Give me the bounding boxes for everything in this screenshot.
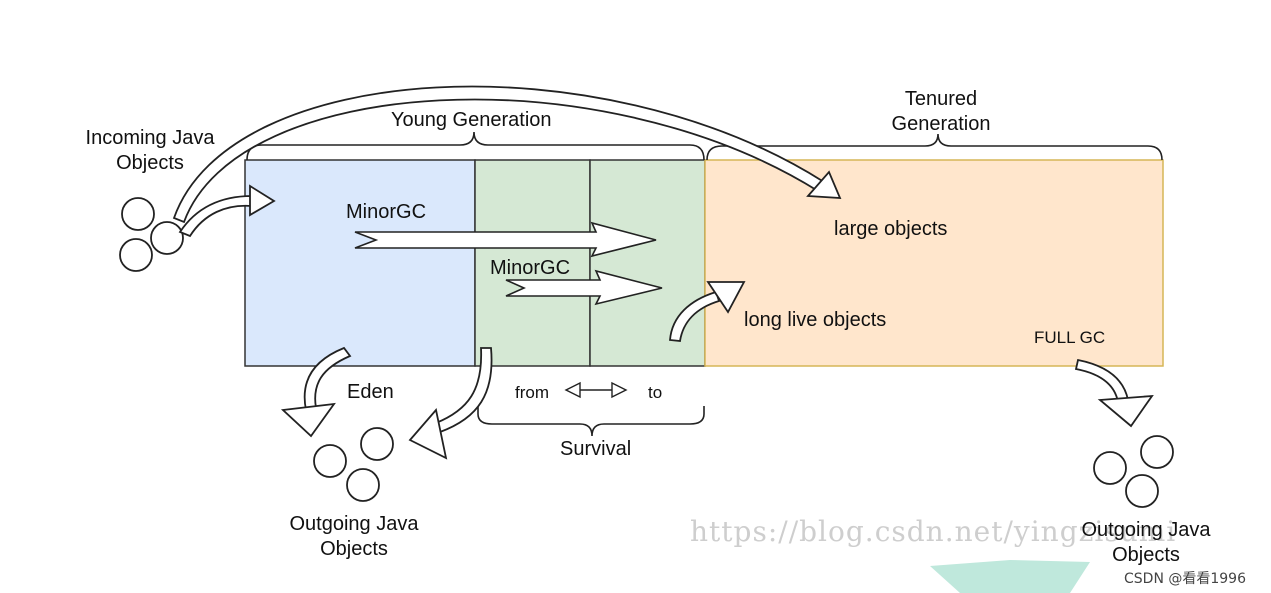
large-objects-label: large objects	[834, 218, 948, 240]
survivor-to-label: to	[648, 383, 663, 402]
incoming-objects-label: Incoming Java Objects	[85, 127, 215, 174]
incoming-to-eden-arrow	[178, 184, 276, 238]
survivor-from-region	[474, 159, 591, 367]
young-generation-brace	[246, 131, 705, 161]
eden-region	[244, 159, 476, 367]
survival-brace	[477, 406, 705, 437]
tenured-generation-brace	[706, 133, 1163, 161]
minor-gc-eden-label: MinorGC	[346, 201, 427, 223]
minor-gc-survivor-label: MinorGC	[490, 257, 571, 279]
outgoing-right-label: Outgoing Java Objects	[1081, 519, 1211, 566]
large-objects-arc-arrow	[172, 85, 842, 224]
watermark-text: https://blog.csdn.net/yingzisumi	[690, 515, 1177, 548]
minor-gc-survivor-arrow	[505, 269, 663, 306]
eden-label: Eden	[347, 381, 394, 403]
survivor-from-label: from	[515, 383, 549, 402]
outgoing-right-objects-circles	[1093, 435, 1174, 508]
young-generation-label: Young Generation	[391, 109, 552, 131]
survival-label: Survival	[560, 438, 632, 460]
long-live-arrow	[669, 281, 746, 342]
teal-accent-shape	[930, 560, 1090, 593]
minor-gc-eden-arrow	[354, 221, 657, 258]
outgoing-left-objects-circles	[313, 427, 394, 502]
tenured-generation-label: Tenured Generation	[891, 88, 991, 135]
eden-to-outgoing-arrow	[280, 346, 352, 438]
full-gc-to-outgoing-arrow	[1074, 358, 1154, 428]
full-gc-label: FULL GC	[1034, 328, 1106, 347]
survivor-to-outgoing-arrow	[408, 347, 493, 460]
outgoing-left-label: Outgoing Java Objects	[289, 513, 419, 560]
survivor-to-region	[589, 159, 706, 367]
tenured-region	[704, 159, 1164, 367]
long-live-objects-label: long live objects	[744, 309, 887, 331]
from-to-double-arrow	[564, 381, 628, 399]
csdn-credit: CSDN @看看1996	[1124, 571, 1246, 587]
incoming-objects-circles	[119, 197, 184, 272]
